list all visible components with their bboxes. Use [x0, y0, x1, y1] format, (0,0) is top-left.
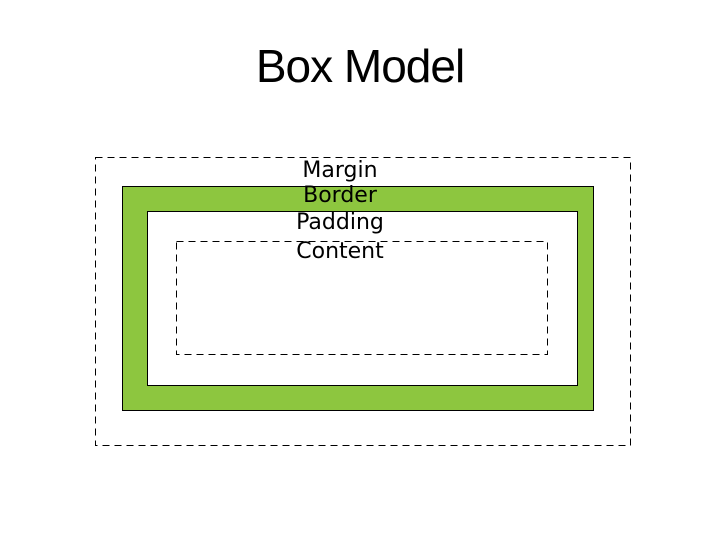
padding-box	[147, 211, 578, 386]
margin-label: Margin	[302, 158, 378, 183]
content-label: Content	[296, 239, 384, 264]
margin-box	[95, 157, 631, 446]
content-box	[176, 241, 548, 355]
slide-title: Box Model	[255, 40, 465, 92]
border-label: Border	[303, 183, 377, 208]
padding-label: Padding	[296, 210, 384, 235]
